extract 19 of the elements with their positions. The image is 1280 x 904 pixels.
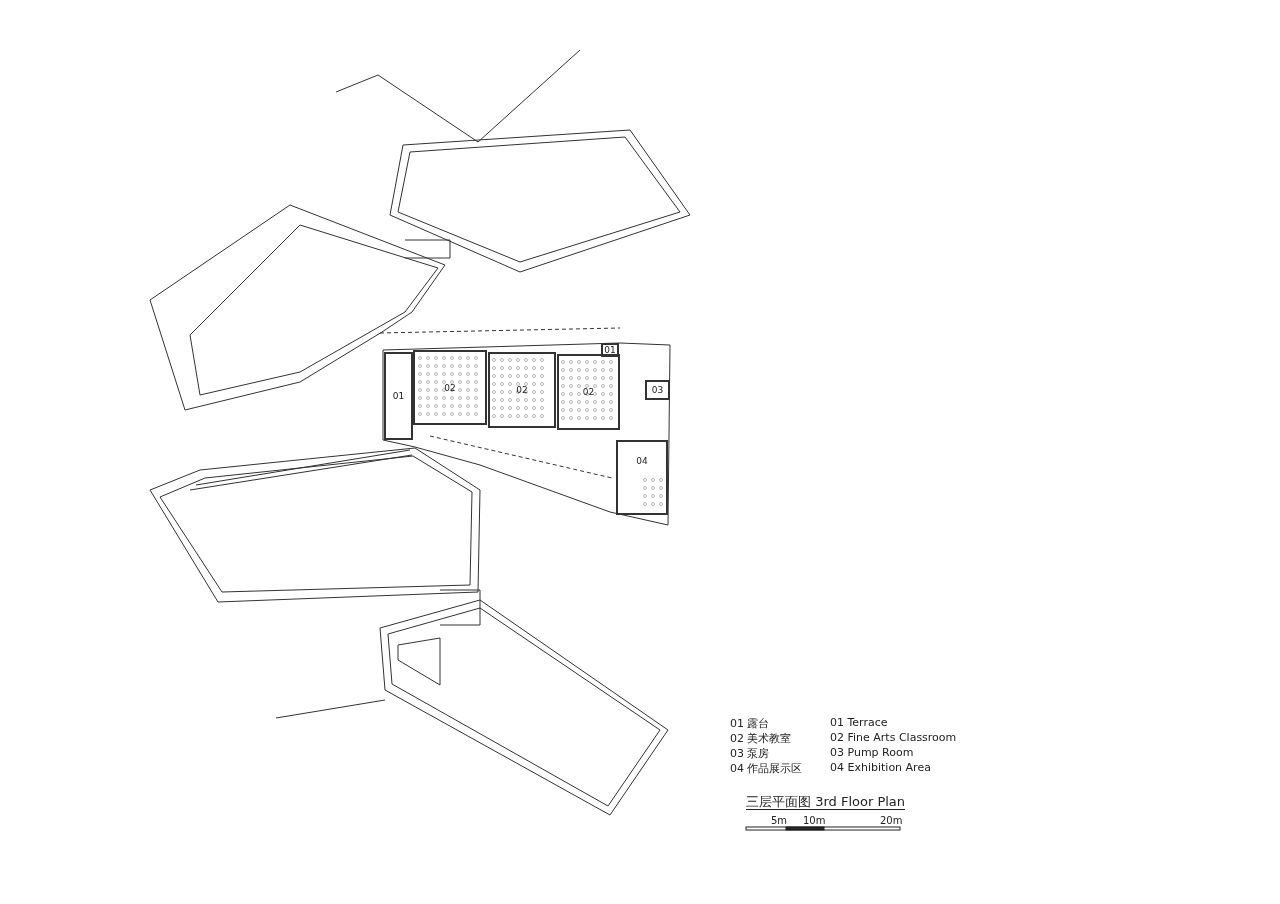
- room: 02: [488, 352, 556, 428]
- room: 02: [413, 350, 487, 425]
- room: 03: [645, 380, 670, 400]
- legend-text: 04 作品展示区: [730, 761, 803, 776]
- legend-text: 04 Exhibition Area: [830, 761, 931, 774]
- scale-label: 5m: [771, 815, 788, 826]
- legend-text: 01 露台: [730, 716, 770, 731]
- legend-text: 01 Terrace: [830, 716, 888, 729]
- legend-text: 03 泵房: [730, 746, 770, 761]
- legend-text: 02 Fine Arts Classroom: [830, 731, 957, 744]
- room: 04: [616, 440, 668, 515]
- room: 02: [557, 354, 620, 430]
- room: 01: [601, 343, 619, 357]
- scale-label: 10m: [803, 815, 826, 826]
- scale-label: 20m: [880, 815, 903, 826]
- room: 01: [384, 352, 413, 440]
- legend-text: 02 美术教室: [730, 731, 792, 746]
- legend-text: 03 Pump Room: [830, 746, 914, 759]
- plan-title: 三层平面图 3rd Floor Plan: [746, 794, 906, 810]
